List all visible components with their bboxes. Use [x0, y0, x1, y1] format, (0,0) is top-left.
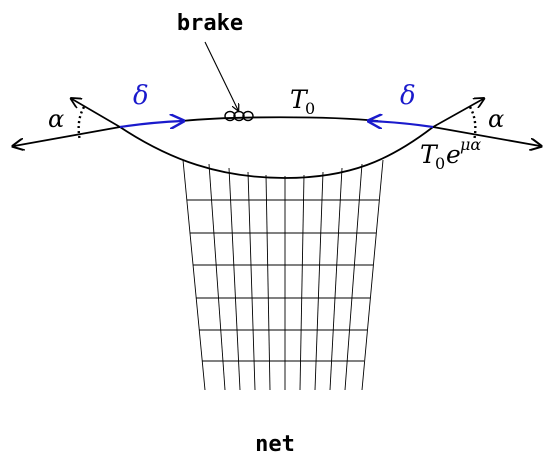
svg-text:0: 0 — [305, 99, 315, 118]
delta-left-label: δ — [133, 81, 149, 111]
rope-left-tail — [14, 126, 121, 146]
delta-segment-left — [119, 121, 182, 127]
brake-label: brake — [177, 11, 243, 36]
svg-text:T: T — [420, 140, 439, 169]
alpha-left-label: α — [48, 105, 64, 133]
rope-top-middle — [181, 116, 379, 122]
delta-segment-right — [370, 121, 434, 127]
svg-text:T: T — [290, 85, 309, 114]
rope-lower-sag — [119, 126, 434, 179]
tension-t0-label: T 0 — [290, 85, 315, 118]
tangent-left — [72, 99, 121, 128]
alpha-right-label: α — [488, 105, 504, 133]
rope-right-tail — [432, 126, 540, 146]
brake-coil — [224, 110, 254, 122]
svg-text:e: e — [446, 140, 461, 169]
angle-arc-left — [77, 106, 86, 142]
tangent-right — [432, 99, 483, 128]
svg-text:μα: μα — [460, 135, 481, 154]
tension-t0e-label: T 0 e μα — [420, 135, 481, 173]
delta-right-label: δ — [400, 81, 416, 111]
svg-text:0: 0 — [435, 154, 445, 173]
net-label: net — [255, 432, 295, 457]
net-mesh — [182, 159, 384, 391]
brake-pointer — [204, 41, 238, 110]
angle-arc-right — [468, 106, 477, 142]
